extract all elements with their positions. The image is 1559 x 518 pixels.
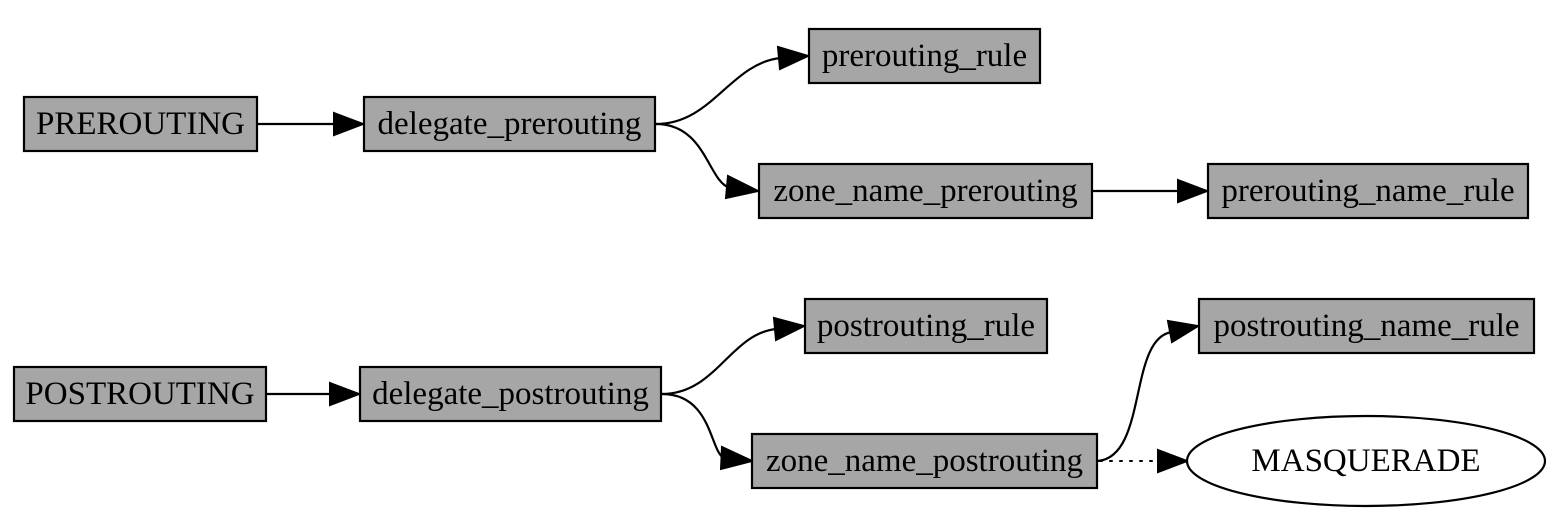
- node-prerouting[interactable]: PREROUTING: [22, 95, 259, 153]
- node-zone-name-prerouting[interactable]: zone_name_prerouting: [757, 162, 1094, 220]
- node-label: zone_name_postrouting: [766, 443, 1083, 479]
- node-label: prerouting_rule: [822, 38, 1027, 74]
- node-label: POSTROUTING: [25, 376, 254, 412]
- arrowhead-icon: [333, 111, 366, 137]
- node-postrouting-name-rule[interactable]: postrouting_name_rule: [1197, 297, 1536, 355]
- arrowhead-icon: [772, 316, 807, 342]
- node-zone-name-postrouting[interactable]: zone_name_postrouting: [750, 432, 1099, 490]
- node-prerouting-name-rule[interactable]: prerouting_name_rule: [1206, 162, 1530, 220]
- edge-zone-name-postrouting-to-masquerade: [1099, 448, 1190, 474]
- node-delegate-postrouting[interactable]: delegate_postrouting: [358, 365, 663, 423]
- edge-delegate-prerouting-to-prerouting-rule: [655, 45, 811, 126]
- node-prerouting-rule[interactable]: prerouting_rule: [807, 27, 1042, 85]
- node-label: postrouting_name_rule: [1213, 308, 1519, 344]
- arrowhead-icon: [329, 381, 362, 407]
- arrowhead-icon: [719, 445, 755, 471]
- node-masquerade[interactable]: MASQUERADE: [1185, 414, 1547, 508]
- node-label: MASQUERADE: [1251, 443, 1480, 479]
- node-label: prerouting_name_rule: [1221, 173, 1514, 209]
- edge-postrouting-to-delegate-postrouting: [267, 381, 362, 407]
- nodes: PREROUTING delegate_prerouting preroutin…: [12, 27, 1547, 508]
- node-label: postrouting_rule: [817, 308, 1035, 344]
- node-label: PREROUTING: [36, 106, 245, 142]
- arrowhead-icon: [724, 174, 761, 200]
- edges: [258, 45, 1210, 474]
- edge-delegate-postrouting-to-zone-name-postrouting: [661, 392, 755, 471]
- edge-zone-name-postrouting-to-postrouting-name-rule: [1097, 319, 1201, 463]
- node-postrouting[interactable]: POSTROUTING: [12, 365, 268, 423]
- node-label: delegate_postrouting: [372, 376, 649, 412]
- node-label: delegate_prerouting: [378, 106, 642, 142]
- arrowhead-icon: [776, 45, 811, 71]
- edge-zone-name-prerouting-to-prerouting-name-rule: [1093, 178, 1210, 204]
- edge-delegate-postrouting-to-postrouting-rule: [661, 316, 807, 396]
- edge-prerouting-to-delegate-prerouting: [258, 111, 366, 137]
- arrowhead-icon: [1166, 319, 1201, 344]
- node-postrouting-rule[interactable]: postrouting_rule: [803, 297, 1049, 355]
- arrowhead-icon: [1177, 178, 1210, 204]
- node-label: zone_name_prerouting: [773, 173, 1077, 209]
- arrowhead-icon: [1157, 448, 1190, 474]
- node-delegate-prerouting[interactable]: delegate_prerouting: [362, 95, 657, 153]
- edge-delegate-prerouting-to-zone-name-prerouting: [655, 122, 761, 200]
